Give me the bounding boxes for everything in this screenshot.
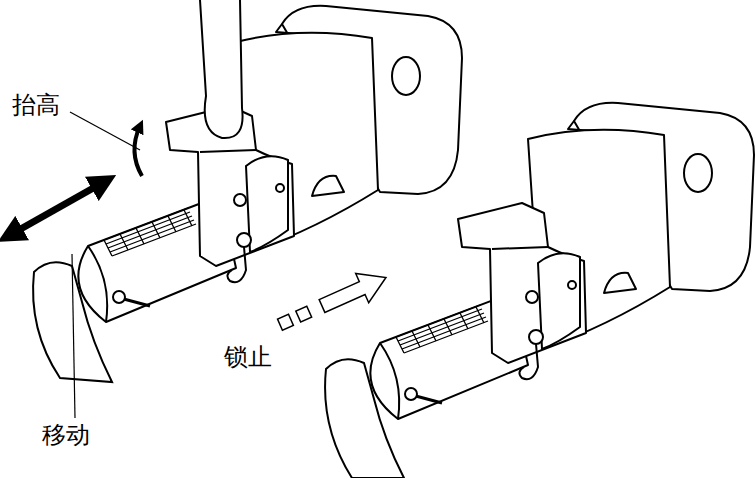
leader-line — [72, 254, 75, 418]
part-label: 锁止 — [222, 344, 274, 370]
hand — [33, 262, 404, 478]
part-label: 移动 — [40, 422, 92, 448]
leader-line — [70, 112, 140, 150]
raise-arrow — [134, 126, 142, 176]
part-assembly — [370, 103, 754, 419]
lock-arrow — [273, 263, 392, 339]
part-label: 抬高 — [10, 92, 62, 118]
part-assembly — [78, 6, 462, 322]
finger — [200, 0, 243, 138]
move-arrow — [10, 182, 104, 235]
